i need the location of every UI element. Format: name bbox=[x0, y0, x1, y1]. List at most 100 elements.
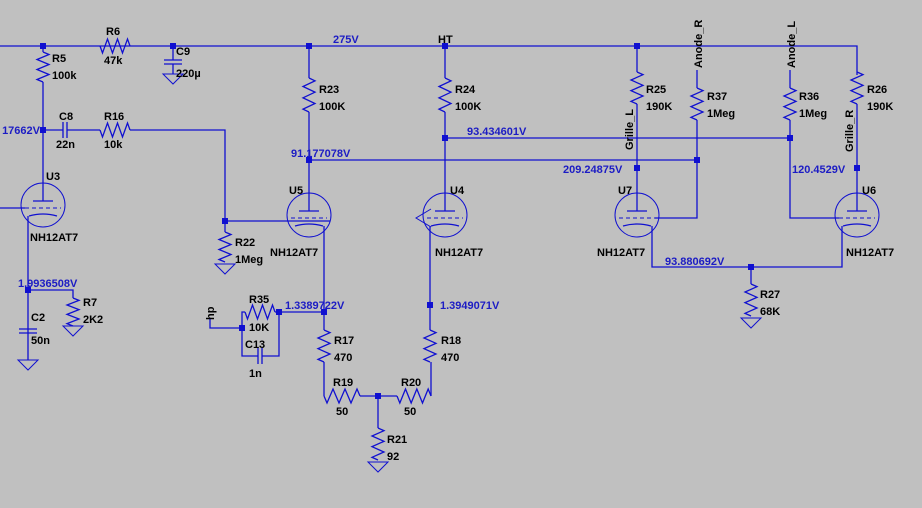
c2-capacitor-symbol bbox=[19, 328, 37, 334]
c8-ref: C8 bbox=[59, 111, 73, 123]
wire bbox=[28, 289, 74, 298]
wire bbox=[209, 318, 242, 329]
r19-value: 50 bbox=[336, 406, 348, 418]
r26-ref: R26 bbox=[867, 84, 887, 96]
r6-value: 47k bbox=[104, 55, 123, 67]
r25-ref: R25 bbox=[646, 84, 666, 96]
u6-tube-symbol bbox=[834, 192, 880, 238]
r17-ref: R17 bbox=[334, 335, 354, 347]
net-label-hp: hp bbox=[205, 306, 217, 320]
tube-cathode bbox=[622, 223, 652, 227]
r17-resistor-symbol bbox=[316, 329, 332, 363]
wire bbox=[241, 311, 245, 328]
u5-ref: U5 bbox=[289, 185, 303, 197]
r20-value: 50 bbox=[404, 406, 416, 418]
net-label-anode-l: Anode_L bbox=[786, 21, 798, 68]
r18-value: 470 bbox=[441, 352, 459, 364]
ground-icon bbox=[213, 263, 237, 275]
r21-value: 92 bbox=[387, 451, 399, 463]
r20-ref: R20 bbox=[401, 377, 421, 389]
tube-cathode bbox=[28, 213, 58, 217]
r7-resistor-symbol bbox=[65, 297, 81, 327]
r35-ref: R35 bbox=[249, 294, 269, 306]
ground-icon bbox=[366, 461, 390, 473]
tube-cathode bbox=[430, 223, 460, 227]
c8-capacitor-symbol bbox=[62, 122, 68, 138]
r7-ref: R7 bbox=[83, 297, 97, 309]
u3-model: NH12AT7 bbox=[30, 232, 78, 244]
ground-icon bbox=[61, 325, 85, 337]
r27-value: 68K bbox=[760, 306, 780, 318]
r17-value: 470 bbox=[334, 352, 352, 364]
r36-resistor-symbol bbox=[782, 87, 798, 121]
r37-ref: R37 bbox=[707, 91, 727, 103]
c2-ref: C2 bbox=[31, 312, 45, 324]
wire bbox=[0, 45, 858, 75]
tube-cathode bbox=[294, 223, 324, 227]
net-label-anode-r: Anode_R bbox=[693, 20, 705, 68]
r36-ref: R36 bbox=[799, 91, 819, 103]
r5-value: 100k bbox=[52, 70, 77, 82]
ground-icon bbox=[739, 317, 763, 329]
c9-ref: C9 bbox=[176, 46, 190, 58]
junction-dot bbox=[634, 165, 640, 171]
r24-ref: R24 bbox=[455, 84, 476, 96]
r16-resistor-symbol bbox=[99, 121, 131, 139]
wire bbox=[789, 120, 839, 219]
r21-resistor-symbol bbox=[370, 427, 386, 461]
r25-resistor-symbol bbox=[629, 71, 645, 105]
wires bbox=[0, 43, 860, 428]
voltage-u3-cathode: 1.9936508V bbox=[18, 278, 78, 290]
net-label-grille-r: Grille_R bbox=[844, 110, 856, 152]
ground-icon bbox=[161, 73, 185, 85]
r19-resistor-symbol bbox=[323, 387, 361, 405]
r26-resistor-symbol bbox=[849, 71, 865, 105]
r24-value: 100K bbox=[455, 101, 481, 113]
r26-value: 190K bbox=[867, 101, 893, 113]
ground-icon bbox=[16, 359, 40, 371]
r16-value: 10k bbox=[104, 139, 123, 151]
voltage-u7-anode: 209.24875V bbox=[563, 164, 623, 176]
r7-value: 2K2 bbox=[83, 314, 103, 326]
r35-value: 10K bbox=[249, 322, 269, 334]
r23-value: 100K bbox=[319, 101, 345, 113]
components bbox=[16, 37, 880, 473]
r20-resistor-symbol bbox=[396, 387, 432, 405]
r37-resistor-symbol bbox=[689, 87, 705, 121]
r18-ref: R18 bbox=[441, 335, 461, 347]
c13-ref: C13 bbox=[245, 339, 265, 351]
wire bbox=[651, 237, 843, 268]
r6-ref: R6 bbox=[106, 26, 120, 38]
junction-dot bbox=[427, 302, 433, 308]
voltage-u4-anode: 93.434601V bbox=[467, 126, 527, 138]
voltage-u4-cathode: 1.3949071V bbox=[440, 300, 500, 312]
r36-value: 1Meg bbox=[799, 108, 827, 120]
r18-resistor-symbol bbox=[422, 329, 438, 363]
u4-ref: U4 bbox=[450, 185, 465, 197]
r24-resistor-symbol bbox=[437, 77, 453, 113]
u4-model: NH12AT7 bbox=[435, 247, 483, 259]
r6-resistor-symbol bbox=[99, 37, 131, 55]
u6-ref: U6 bbox=[862, 185, 876, 197]
wire bbox=[262, 312, 280, 357]
u7-ref: U7 bbox=[618, 185, 632, 197]
voltage-ltp-tail: 93.880692V bbox=[665, 256, 725, 268]
voltage-u5-anode: 91.177078V bbox=[291, 148, 351, 160]
tube-cathode bbox=[842, 223, 872, 227]
r19-ref: R19 bbox=[333, 377, 353, 389]
wire bbox=[241, 328, 258, 357]
c2-value: 50n bbox=[31, 335, 50, 347]
r35-resistor-symbol bbox=[244, 303, 276, 321]
u3-tube-symbol bbox=[20, 182, 66, 228]
r25-value: 190K bbox=[646, 101, 672, 113]
u5-tube-symbol bbox=[286, 192, 332, 238]
c13-value: 1n bbox=[249, 368, 262, 380]
u4-tube-symbol bbox=[415, 192, 468, 238]
r37-value: 1Meg bbox=[707, 108, 735, 120]
r22-ref: R22 bbox=[235, 237, 255, 249]
u3-ref: U3 bbox=[46, 171, 60, 183]
c13-capacitor-symbol bbox=[257, 348, 263, 364]
r21-ref: R21 bbox=[387, 434, 407, 446]
u5-model: NH12AT7 bbox=[270, 247, 318, 259]
